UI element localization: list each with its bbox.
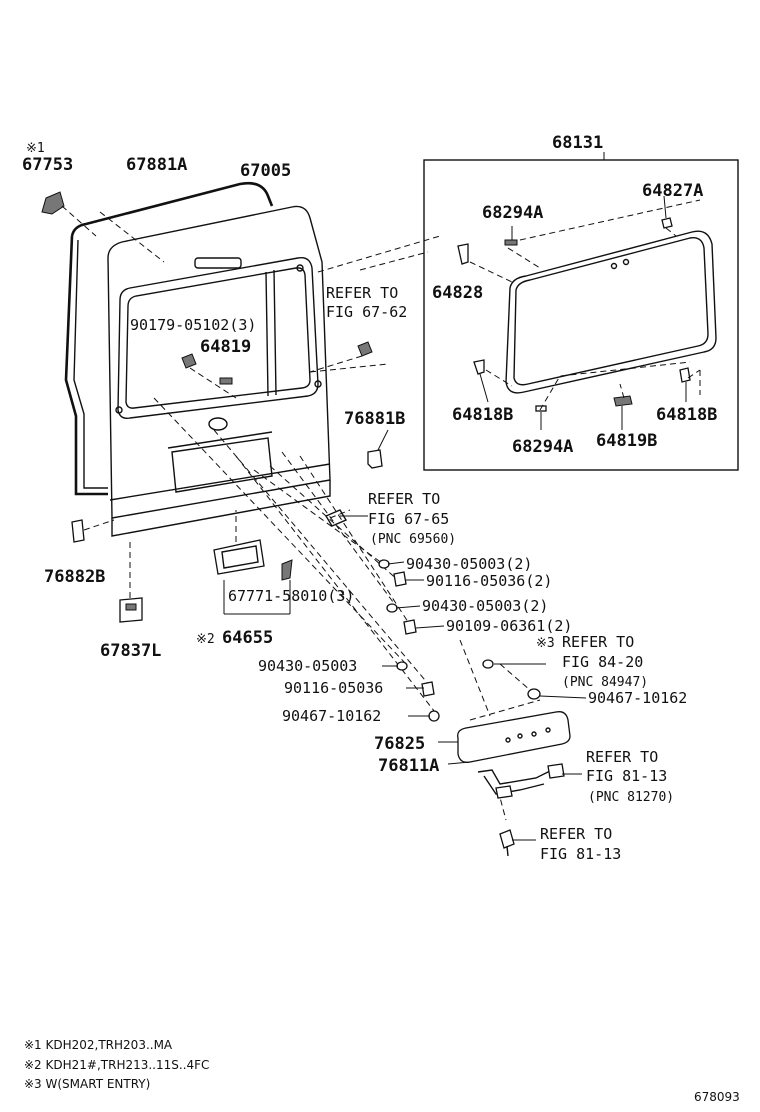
label-64818B-right: 64818B [656, 405, 717, 425]
label-67753: 67753 [22, 155, 73, 175]
label-64827A: 64827A [642, 181, 703, 201]
label-90116-b: 90116-05036 [284, 679, 383, 697]
back-door-panel [107, 205, 331, 537]
label-64819B: 64819B [596, 431, 657, 451]
clip-76882B [71, 519, 115, 543]
label-76881B: 76881B [344, 409, 405, 429]
assembly-lines [153, 397, 541, 821]
ref4-line1: REFER TO [586, 748, 658, 766]
label-64655-note: ※2 [196, 632, 215, 647]
label-90467-a: 90467-10162 [282, 707, 381, 725]
label-64818B-left: 64818B [452, 405, 513, 425]
figure-id: 678093 [694, 1090, 740, 1104]
label-68131: 68131 [552, 133, 603, 153]
glass-assembly-box [423, 152, 739, 471]
label-90116-a: 90116-05036(2) [426, 572, 552, 590]
label-64819: 64819 [200, 337, 251, 357]
label-64828: 64828 [432, 283, 483, 303]
label-76825: 76825 [374, 734, 425, 754]
handle-64655 [213, 510, 293, 615]
glass-guide-line-2 [359, 251, 429, 271]
ref3-line1: REFER TO [562, 633, 634, 651]
ref4-line2: FIG 81-13 [586, 767, 667, 785]
label-90430-a: 90430-05003(2) [406, 555, 532, 573]
label-90430-b: 90430-05003(2) [422, 597, 548, 615]
ref3-pnc: (PNC 84947) [562, 675, 648, 690]
label-76882B: 76882B [44, 567, 105, 587]
fasteners [324, 509, 587, 722]
ref2-line2: FIG 67-65 [368, 510, 449, 528]
garnish-76811A [438, 711, 571, 765]
ref2-pnc: (PNC 69560) [370, 532, 456, 547]
wire-harness [477, 763, 582, 799]
label-64655: 64655 [222, 628, 273, 648]
part-67753-clip [41, 191, 97, 237]
footnote-3: ※3 W(SMART ENTRY) [24, 1077, 150, 1091]
clip-76881B [367, 429, 389, 469]
handle-67837L [119, 540, 143, 623]
label-68294A-bottom: 68294A [512, 437, 573, 457]
label-90430-c: 90430-05003 [258, 657, 357, 675]
ref5-line2: FIG 81-13 [540, 845, 621, 863]
ref4-pnc: (PNC 81270) [588, 790, 674, 805]
label-67837L: 67837L [100, 641, 161, 661]
footnote-2: ※2 KDH21#,TRH213..11S..4FC [24, 1058, 209, 1072]
glass-guide-line [317, 235, 441, 273]
ref3-line2: FIG 84-20 [562, 653, 643, 671]
clip-90179 [181, 341, 389, 399]
label-90109: 90109-06361(2) [446, 617, 572, 635]
label-90179: 90179-05102(3) [130, 316, 256, 334]
ref3-mark: ※3 [536, 636, 555, 651]
weatherstrip [64, 181, 274, 496]
label-67881A: 67881A [126, 155, 187, 175]
footnote-1: ※1 KDH202,TRH203..MA [24, 1038, 173, 1052]
ref5-line1: REFER TO [540, 825, 612, 843]
ref1-line1: REFER TO [326, 284, 398, 302]
label-90467-b: 90467-10162 [588, 689, 687, 707]
label-67771: 67771-58010(3) [228, 587, 354, 605]
label-67753-note: ※1 [26, 141, 45, 156]
spoiler-guide [99, 211, 165, 263]
label-68294A-top: 68294A [482, 203, 543, 223]
label-76811A: 76811A [378, 756, 439, 776]
ref1-line2: FIG 67-62 [326, 303, 407, 321]
ref2-line1: REFER TO [368, 490, 440, 508]
screw [499, 829, 536, 857]
label-67005: 67005 [240, 161, 291, 181]
